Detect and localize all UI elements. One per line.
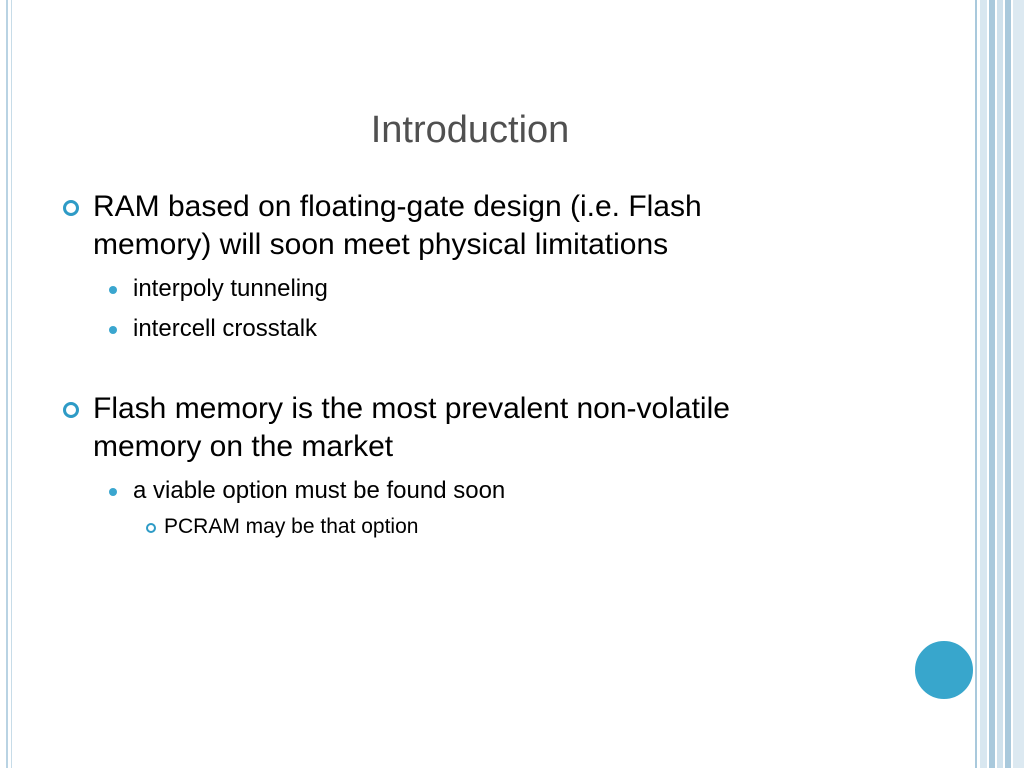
left-border-line: [6, 0, 8, 768]
ring-bullet-icon: [63, 402, 79, 418]
left-border-line-inner: [11, 0, 12, 768]
bullet-level2: interpoly tunneling: [60, 274, 840, 304]
bullet-text: PCRAM may be that option: [164, 515, 419, 538]
bullet-text: RAM based on floating-gate design (i.e. …: [93, 190, 702, 223]
dot-bullet-icon: [109, 326, 117, 334]
bullet-text: a viable option must be found soon: [133, 477, 506, 504]
bullet-text: memory) will soon meet physical limitati…: [93, 228, 669, 261]
bullet-level1: RAM based on floating-gate design (i.e. …: [60, 188, 840, 264]
slide-title: Introduction: [370, 109, 570, 151]
bullet-level3: PCRAM may be that option: [60, 514, 840, 540]
small-ring-bullet-icon: [146, 523, 156, 533]
dot-bullet-icon: [109, 488, 117, 496]
right-stripe: [980, 0, 987, 768]
spacer: [60, 344, 840, 390]
decorative-circle: [913, 639, 975, 701]
ring-bullet-icon: [63, 200, 79, 216]
bullet-level2: a viable option must be found soon: [60, 476, 840, 506]
bullet-text: intercell crosstalk: [133, 315, 318, 342]
right-stripe: [975, 0, 977, 768]
bullet-text: interpoly tunneling: [133, 275, 328, 302]
bullet-level2: intercell crosstalk: [60, 314, 840, 344]
right-stripe: [997, 0, 1003, 768]
dot-bullet-icon: [109, 286, 117, 294]
bullet-text: Flash memory is the most prevalent non-v…: [93, 392, 730, 425]
right-stripe: [1005, 0, 1011, 768]
bullet-level1: Flash memory is the most prevalent non-v…: [60, 390, 840, 466]
slide-content: RAM based on floating-gate design (i.e. …: [60, 188, 840, 540]
right-stripe: [989, 0, 995, 768]
right-stripe: [1013, 0, 1024, 768]
bullet-text: memory on the market: [93, 430, 394, 463]
